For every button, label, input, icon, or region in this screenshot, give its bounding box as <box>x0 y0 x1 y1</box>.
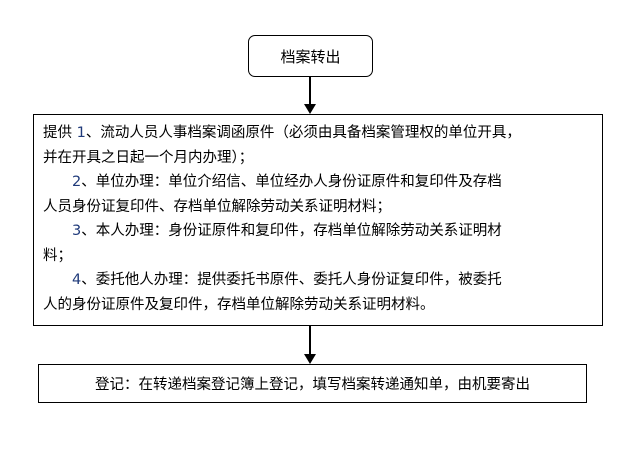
item-1-prefix: 提供 <box>43 125 77 141</box>
register-node: 登记：在转递档案登记簿上登记，填写档案转递通知单，由机要寄出 <box>38 364 587 403</box>
item-1-line-2: 并在开具之日起一个月内办理）； <box>43 149 254 166</box>
item-3-line-2: 料； <box>43 247 72 264</box>
arrow-2-head <box>304 354 316 364</box>
register-label: 登记：在转递档案登记簿上登记，填写档案转递通知单，由机要寄出 <box>95 377 530 393</box>
item-3-text: 、本人办理：身份证原件和复印件，存档单位解除劳动关系证明材 <box>81 223 502 239</box>
item-4-line-2: 人的身份证原件及复印件，存档单位解除劳动关系证明材料。 <box>43 296 435 313</box>
item-2-line-1: 2、单位办理：单位介绍信、单位经办人身份证原件和复印件及存档 <box>43 170 594 195</box>
item-2-line-2: 人员身份证复印件、存档单位解除劳动关系证明材料； <box>43 198 391 215</box>
start-node-archive-transfer-out: 档案转出 <box>248 35 373 77</box>
item-2-number: 2 <box>72 174 82 190</box>
item-4-line-1: 4、委托他人办理：提供委托书原件、委托人身份证复印件，被委托 <box>43 268 594 293</box>
item-1-text: 、流动人员人事档案调函原件（必须由具备档案管理权的单位开具， <box>85 125 521 141</box>
requirements-node: 提供 1、流动人员人事档案调函原件（必须由具备档案管理权的单位开具， 并在开具之… <box>33 114 603 326</box>
item-3-line-1: 3、本人办理：身份证原件和复印件，存档单位解除劳动关系证明材 <box>43 219 594 244</box>
item-4-text: 、委托他人办理：提供委托书原件、委托人身份证复印件，被委托 <box>81 272 502 288</box>
item-1-number: 1 <box>76 125 86 141</box>
item-1-line-1: 提供 1、流动人员人事档案调函原件（必须由具备档案管理权的单位开具， <box>43 121 594 146</box>
arrow-1 <box>309 77 311 105</box>
item-4-number: 4 <box>72 272 82 288</box>
item-3-number: 3 <box>72 223 82 239</box>
arrow-2 <box>309 326 311 355</box>
start-node-label: 档案转出 <box>280 47 341 66</box>
item-2-text: 、单位办理：单位介绍信、单位经办人身份证原件和复印件及存档 <box>81 174 502 190</box>
arrow-1-head <box>304 104 316 114</box>
